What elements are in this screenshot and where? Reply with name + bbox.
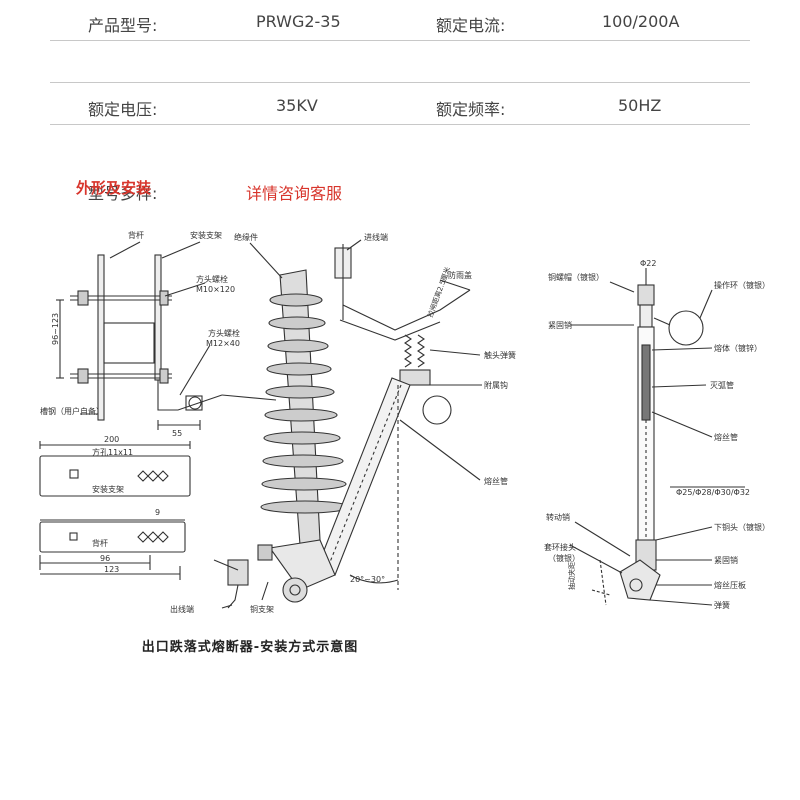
spec-row-voltage: 额定电压: 35KV 额定频率: 50HZ bbox=[50, 84, 750, 126]
label: 安装支架 bbox=[92, 484, 124, 494]
label: 9 bbox=[155, 508, 160, 517]
spec-value: 50HZ bbox=[618, 96, 662, 115]
spec-label: 产品型号: bbox=[88, 16, 158, 35]
spec-value: 35KV bbox=[276, 96, 318, 115]
label: 方头螺栓 bbox=[196, 274, 228, 284]
spec-label: 型号多样: bbox=[88, 184, 158, 203]
section-title: 外形及安装 bbox=[76, 179, 152, 197]
label: 抽动夹距 bbox=[567, 562, 576, 590]
divider bbox=[50, 40, 750, 41]
label: 96 bbox=[100, 554, 110, 563]
label: 方孔11x11 bbox=[92, 447, 133, 457]
label: 套环接头 bbox=[544, 542, 576, 552]
contact-service-link[interactable]: 详情咨询客服 bbox=[246, 184, 343, 203]
label: Φ25/Φ28/Φ30/Φ32 bbox=[676, 488, 750, 497]
divider bbox=[50, 124, 750, 125]
lower-contact bbox=[213, 539, 336, 609]
label: 123 bbox=[104, 565, 119, 574]
label: M12×40 bbox=[206, 339, 240, 348]
label: 紧固销 bbox=[548, 320, 572, 330]
label: Φ22 bbox=[640, 259, 656, 268]
label: 200 bbox=[104, 435, 119, 444]
label: 防雨盖 bbox=[448, 270, 472, 280]
label: 下铜头（镀银） bbox=[714, 522, 770, 532]
spec-row-variants: 型号多样: 详情咨询客服 bbox=[50, 168, 750, 210]
label: 出线端 bbox=[170, 604, 194, 614]
label: 操作环（镀银） bbox=[714, 280, 770, 290]
label: 背杆 bbox=[92, 538, 108, 548]
label: 背杆 bbox=[128, 230, 144, 240]
figure-caption: 出口跌落式熔断器-安装方式示意图 bbox=[141, 640, 359, 655]
label: 熔丝压板 bbox=[714, 580, 746, 590]
upper-contact bbox=[334, 239, 482, 425]
label: 熔体（镀锌） bbox=[714, 343, 762, 353]
label: 槽钢（用户自备） bbox=[40, 406, 104, 416]
label: 铜支架 bbox=[250, 604, 274, 614]
label: 触头弹簧 bbox=[484, 350, 516, 360]
label: 96~123 bbox=[51, 313, 60, 345]
label: 熔丝管 bbox=[714, 432, 738, 442]
label: 安装支架 bbox=[190, 230, 222, 240]
spec-value: PRWG2-35 bbox=[256, 12, 341, 31]
label: M10×120 bbox=[196, 285, 235, 294]
bracket-assembly bbox=[56, 241, 223, 430]
label: 20°~30° bbox=[350, 575, 385, 584]
spec-table: 产品型号: PRWG2-35 额定电流: 100/200A 额定电压: 35KV… bbox=[50, 0, 750, 203]
label: 铜螺帽（镀银） bbox=[548, 272, 604, 282]
label: 附属钩 bbox=[484, 380, 508, 390]
label: 灭弧管 bbox=[710, 380, 734, 390]
label: （镀银） bbox=[548, 553, 580, 563]
label: 熔丝管 bbox=[484, 476, 508, 486]
label: 紧固销 bbox=[714, 555, 738, 565]
divider bbox=[50, 82, 750, 83]
spec-value: 100/200A bbox=[602, 12, 680, 31]
label: 转动销 bbox=[546, 512, 570, 522]
insulator bbox=[221, 242, 350, 546]
spec-label: 额定频率: bbox=[436, 100, 506, 119]
label: 绝缘件 bbox=[234, 232, 258, 242]
label: 进线端 bbox=[364, 232, 388, 242]
label: 方头螺栓 bbox=[208, 328, 240, 338]
spec-label: 额定电压: bbox=[88, 100, 158, 119]
fuse-tube-section bbox=[569, 268, 745, 606]
installation-drawing: 背杆 安装支架 方头螺栓 M10×120 方头螺栓 M12×40 槽钢（用户自备… bbox=[39, 230, 770, 614]
label: 弹簧 bbox=[714, 600, 730, 610]
label: 55 bbox=[172, 429, 182, 438]
spec-row-model: 产品型号: PRWG2-35 额定电流: 100/200A bbox=[50, 0, 750, 42]
mounting-plates bbox=[39, 441, 191, 580]
spec-label: 额定电流: bbox=[436, 16, 506, 35]
